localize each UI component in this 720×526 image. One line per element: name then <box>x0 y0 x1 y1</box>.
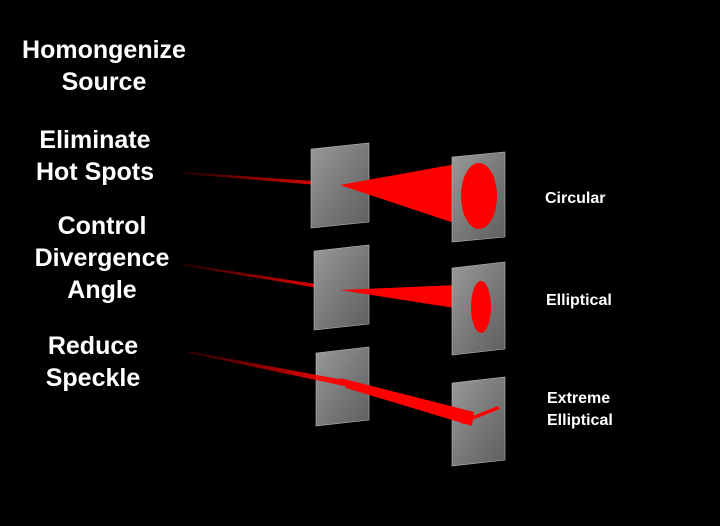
heading-reduce-speckle: Reduce Speckle <box>45 332 141 392</box>
row-extreme-elliptical <box>188 346 506 467</box>
input-beam <box>188 351 344 386</box>
elliptical-spot <box>471 281 491 333</box>
heading-homogenize-source: Homongenize Source <box>22 36 186 96</box>
row-circular <box>185 142 506 243</box>
diffuser-panel <box>310 142 370 229</box>
row-elliptical <box>185 244 506 356</box>
label-elliptical: Elliptical <box>546 292 612 309</box>
input-beam <box>185 264 342 292</box>
input-beam <box>185 172 342 187</box>
label-circular: Circular <box>545 190 606 207</box>
extreme-elliptical-spot <box>460 406 500 424</box>
diffuser-panel <box>315 346 370 427</box>
diffuser-panel <box>313 244 370 331</box>
label-extreme-elliptical: Extreme Elliptical <box>547 390 613 429</box>
target-panel <box>451 376 506 467</box>
heading-control-divergence-angle: Control Divergence Angle <box>34 212 170 304</box>
diverging-beam <box>340 284 480 312</box>
diverging-beam <box>340 160 478 231</box>
heading-eliminate-hot-spots: Eliminate Hot Spots <box>35 126 155 186</box>
diverging-beam <box>340 378 474 426</box>
circular-spot <box>461 163 497 229</box>
